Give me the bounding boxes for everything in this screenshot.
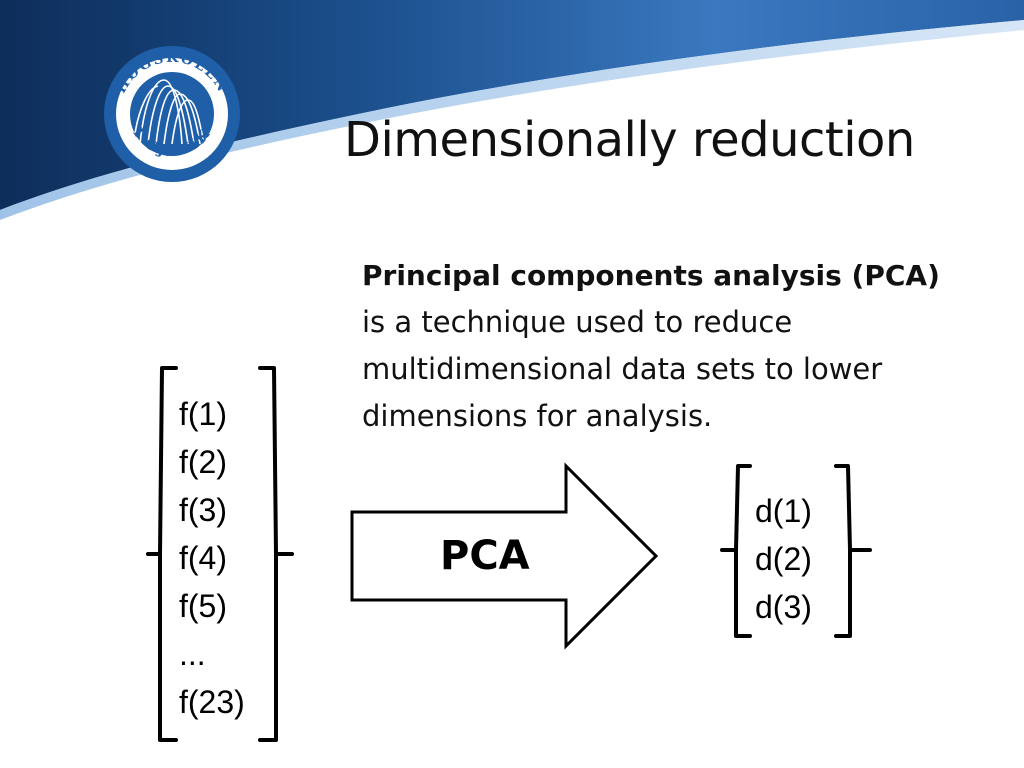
dimensions-list: d(1) d(2) d(3) [755, 487, 812, 631]
feature-item: f(2) [179, 444, 227, 480]
pca-definition: Principal components analysis (PCA) is a… [362, 252, 1002, 440]
header-swoosh [0, 0, 1024, 220]
features-list: f(1) f(2) f(3) f(4) f(5) ... f(23) [179, 390, 245, 726]
slide-title: Dimensionally reduction [344, 112, 915, 168]
dimension-item: d(3) [755, 589, 812, 625]
definition-body: is a technique used to reduce multidimen… [362, 305, 883, 433]
definition-term: Principal components analysis (PCA) [362, 259, 940, 292]
college-logo: HØGSKOLEN I GJØVIK [104, 46, 240, 182]
dimensions-bracket [720, 464, 872, 638]
features-bracket [146, 366, 294, 742]
feature-item: f(23) [179, 684, 245, 720]
feature-item: f(5) [179, 588, 227, 624]
feature-item: ... [179, 636, 206, 672]
pca-arrow-label: PCA [440, 533, 530, 579]
feature-item: f(1) [179, 396, 227, 432]
dimension-item: d(1) [755, 493, 812, 529]
dimension-item: d(2) [755, 541, 812, 577]
feature-item: f(3) [179, 492, 227, 528]
feature-item: f(4) [179, 540, 227, 576]
pca-arrow [350, 462, 659, 650]
